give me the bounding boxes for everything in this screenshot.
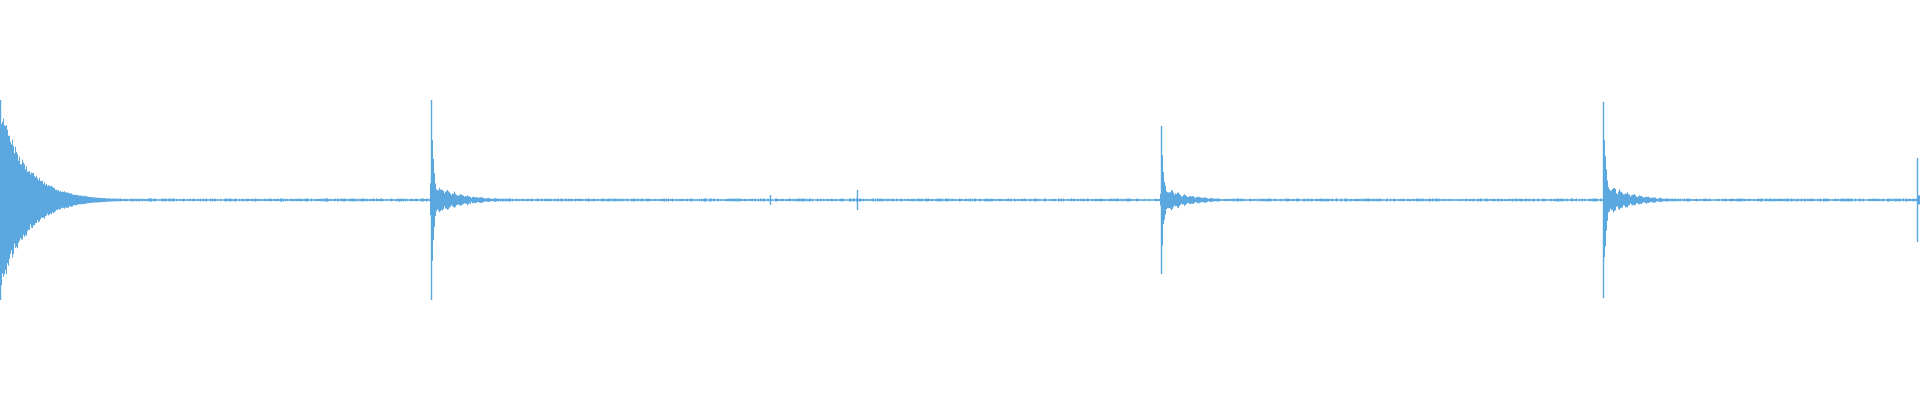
waveform-transients — [0, 100, 1919, 300]
